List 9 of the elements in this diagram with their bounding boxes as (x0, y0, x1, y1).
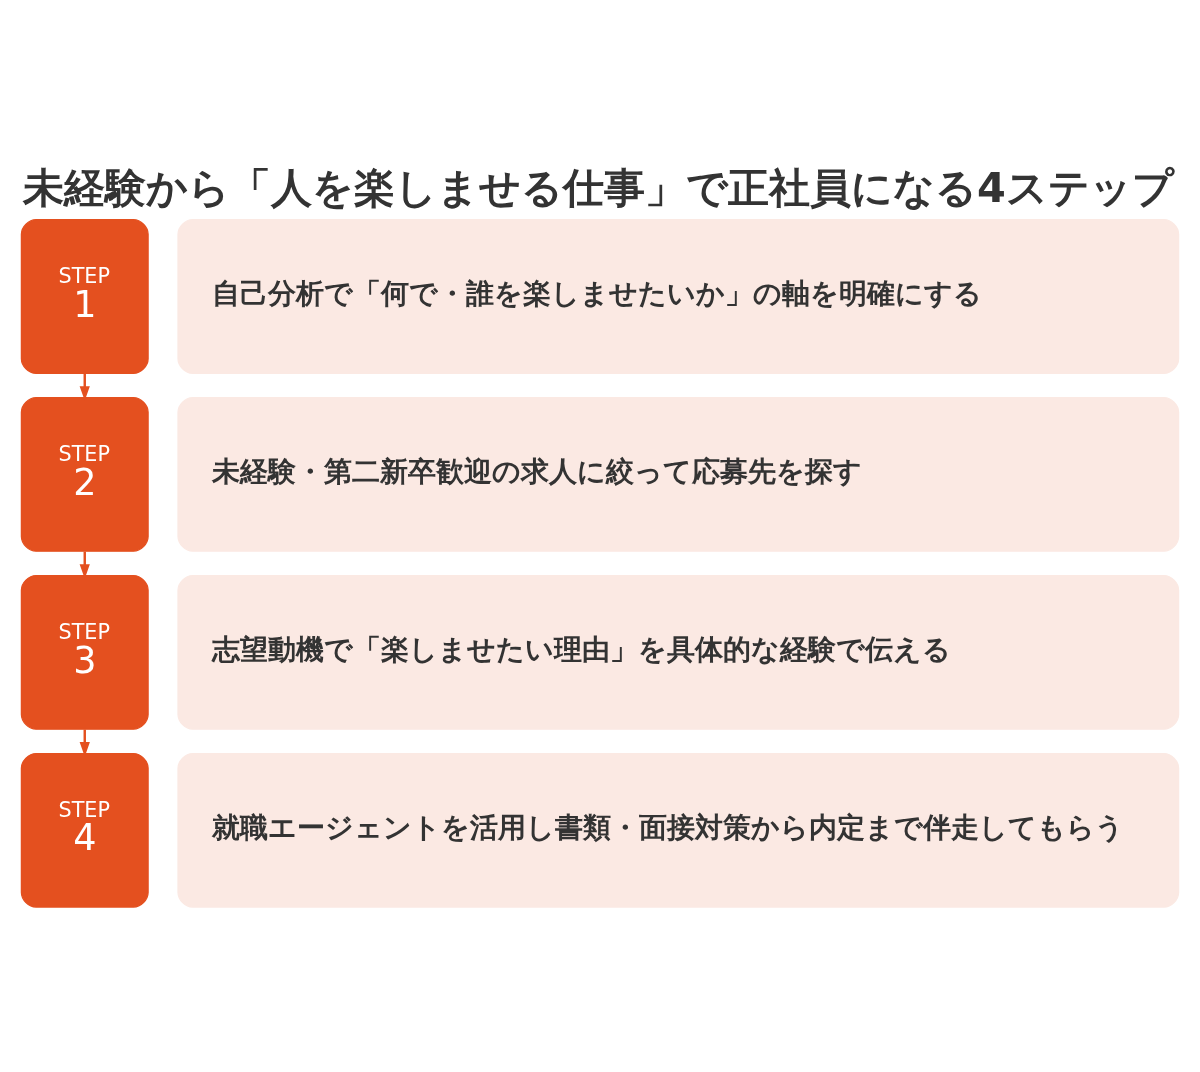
node-box: 就職エージェントを活用し書類・面接対策から内定まで伴走してもらう (177, 752, 1180, 908)
node-box: STEP 3 (20, 575, 149, 730)
node-box: 未経験・第二新卒歓迎の求人に絞って応募先を探す (177, 397, 1180, 552)
node-box: STEP 2 (20, 397, 149, 552)
node-box: 自己分析で「何で・誰を楽しませたいか」の軸を明確にする (177, 219, 1180, 374)
node-box: STEP 4 (20, 752, 149, 908)
node-box: STEP 1 (20, 219, 149, 374)
diagram-title: 未経験から「人を楽しませる仕事」で正社員になる4ステップ (22, 163, 1174, 212)
node-box: 志望動機で「楽しませたい理由」を具体的な経験で伝える (177, 575, 1180, 730)
